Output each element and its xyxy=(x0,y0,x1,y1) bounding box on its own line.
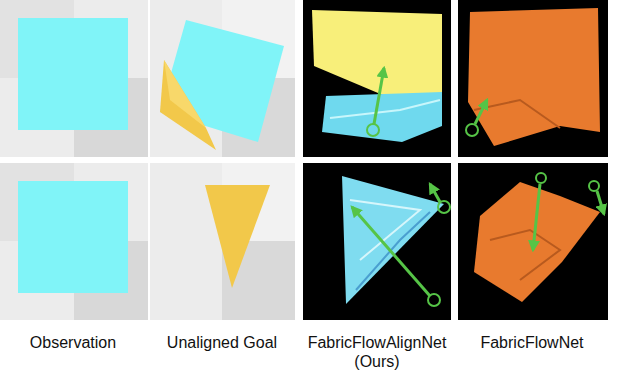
baseline-result-tile xyxy=(458,0,608,157)
column-label: FabricFlowAlignNet (Ours) xyxy=(297,333,457,371)
cloth-illustration xyxy=(0,0,639,325)
aligned-result-tile xyxy=(303,163,451,320)
aligned-result-tile xyxy=(303,0,451,157)
goal-tile xyxy=(150,0,295,157)
observation-tile xyxy=(0,163,148,320)
goal-tile xyxy=(150,163,295,320)
column-label: FabricFlowNet xyxy=(460,333,605,352)
column-label: Observation xyxy=(3,333,143,352)
observation-tile xyxy=(0,0,148,157)
column-label: Unaligned Goal xyxy=(150,333,295,352)
baseline-result-tile xyxy=(458,163,608,320)
